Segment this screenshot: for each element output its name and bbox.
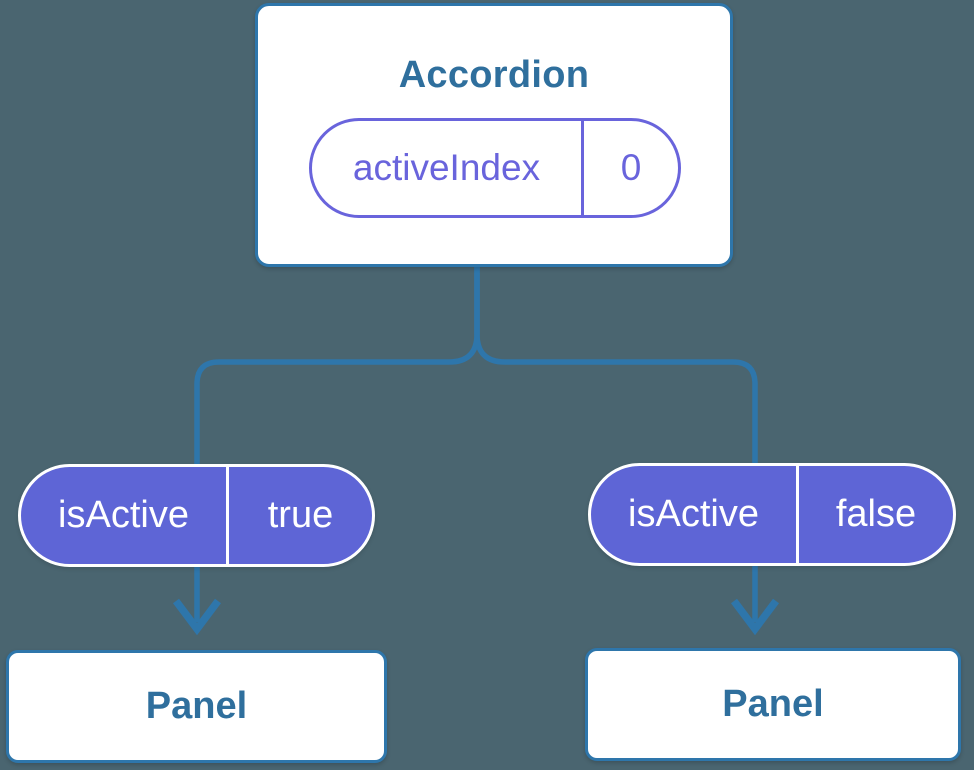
arrow-down-right-icon xyxy=(731,564,779,636)
fork-wire-right xyxy=(474,266,758,470)
prop-name-label: isActive xyxy=(628,493,759,535)
prop-pill-isactive-true: isActive true xyxy=(18,464,375,567)
accordion-title: Accordion xyxy=(398,54,590,96)
prop-value-label: true xyxy=(226,467,372,564)
state-name-label: activeIndex xyxy=(352,147,541,188)
fork-wire-left xyxy=(194,266,480,470)
state-pill-activeindex: activeIndex 0 xyxy=(309,118,681,218)
panel-component-box-left: Panel xyxy=(6,650,387,763)
state-value-label: 0 xyxy=(581,121,678,215)
arrow-down-left-icon xyxy=(173,564,221,636)
panel-component-box-right: Panel xyxy=(585,648,961,761)
prop-name-label: isActive xyxy=(58,494,189,536)
accordion-component-box: Accordion activeIndex 0 xyxy=(255,3,733,267)
panel-title: Panel xyxy=(722,683,824,725)
panel-title: Panel xyxy=(145,685,248,727)
prop-pill-isactive-false: isActive false xyxy=(588,463,956,566)
prop-value-label: false xyxy=(796,466,953,563)
